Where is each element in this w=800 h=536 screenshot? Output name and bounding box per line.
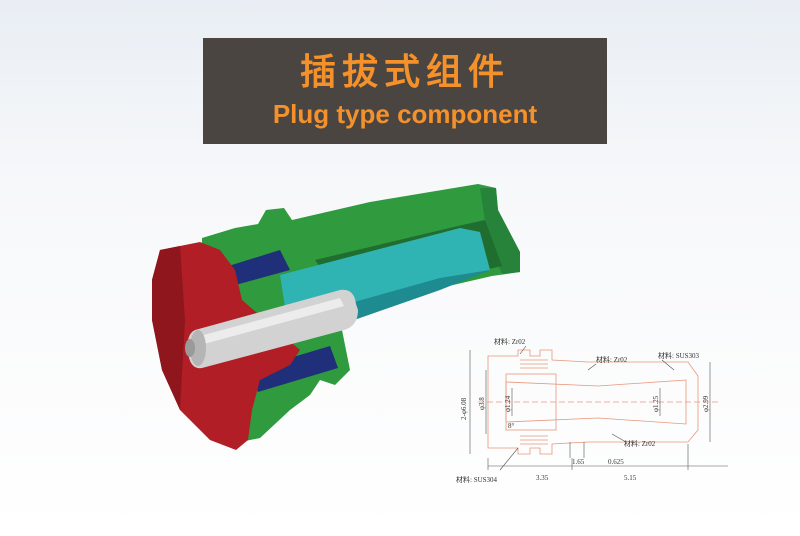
- navy-insert-bottom: [250, 346, 338, 392]
- gray-pin-highlight: [200, 298, 344, 344]
- drawing-outline: [487, 349, 699, 455]
- dim-6-08: 2-φ6.08: [460, 397, 468, 420]
- drawing-hatch-bottom: [520, 435, 548, 445]
- dim-1-25: φ1.25: [652, 395, 660, 412]
- dim-2-99: φ2.99: [702, 395, 710, 412]
- dim-1-24: φ1.24: [504, 395, 512, 412]
- dim-3-8: φ3.8: [478, 397, 486, 410]
- material-zr02-a: 材料: Zr02: [494, 337, 526, 346]
- dim-3-35: 3.35: [536, 474, 549, 482]
- pin-tip: [185, 339, 195, 357]
- dim-0-625: 0.625: [608, 458, 624, 466]
- drawing-hatch-top: [520, 359, 548, 369]
- component-cutaway-illustration: [152, 184, 520, 450]
- dim-angle-8: 8°: [508, 422, 515, 430]
- material-sus304: 材料: SUS304: [456, 475, 498, 484]
- green-sleeve-shade: [480, 188, 520, 274]
- technical-drawing: 材料: Zr02 材料: Zr02 材料: SUS303 材料: Zr02 材料…: [456, 337, 728, 484]
- dim-5-15: 5.15: [624, 474, 637, 482]
- material-zr02-c: 材料: Zr02: [624, 439, 656, 448]
- title-english: Plug type component: [272, 99, 538, 129]
- material-zr02-b: 材料: Zr02: [596, 355, 628, 364]
- title-chinese: 插拔式组件: [299, 52, 510, 93]
- red-flange-face: [152, 246, 185, 410]
- pin-end-cap: [190, 330, 206, 366]
- material-sus303: 材料: SUS303: [658, 351, 700, 360]
- dim-1-65: 1.65: [572, 458, 585, 466]
- header-banner: 插拔式组件 Plug type component: [203, 38, 607, 144]
